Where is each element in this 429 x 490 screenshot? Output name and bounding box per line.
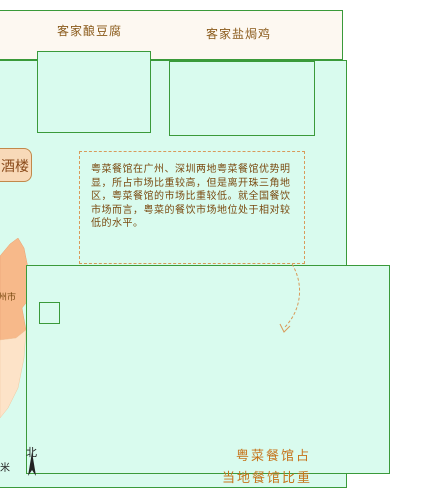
legend-caption-line-2: 当地餐馆比重 [222, 471, 313, 486]
map-region-light [0, 329, 27, 419]
city-label: 州市 [0, 293, 17, 303]
inset-locator-square [39, 302, 60, 324]
photo-frame-salt-baked-chicken [169, 61, 315, 136]
dish-label-salt-baked-chicken: 客家盐焗鸡 [206, 27, 272, 41]
scale-label: 米 [0, 463, 10, 474]
north-label: 北 [26, 446, 37, 459]
restaurant-tag: 酒楼 [0, 148, 32, 182]
north-arrow-icon [28, 452, 36, 476]
photo-frame-stuffed-tofu [37, 51, 151, 133]
province-map-fragment [0, 238, 31, 419]
restaurant-tag-label: 酒楼 [1, 159, 29, 175]
curved-arrow-icon [279, 263, 301, 333]
note-box [79, 151, 305, 264]
legend-caption-line-1: 粤菜餐馆占 [236, 449, 312, 464]
inset-map-panel [26, 265, 390, 474]
note-text: 粤菜餐馆在广州、深圳两地粤菜餐馆优势明显，所占市场比重较高，但是离开珠三角地区，… [91, 164, 291, 229]
dish-label-stuffed-tofu: 客家酿豆腐 [57, 24, 123, 38]
